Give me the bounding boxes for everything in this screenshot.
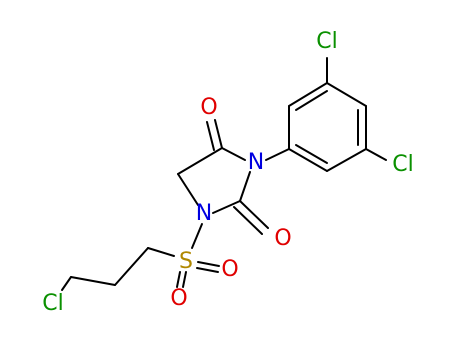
bond-ring-c2-c3	[326, 82, 367, 107]
bond-ring-c5-c6	[288, 148, 328, 172]
bond-ring-c1-c2-inner	[295, 90, 328, 111]
atom-s: S	[179, 249, 193, 274]
bond-n-lower-c2	[212, 200, 241, 214]
bond-c4-c5	[177, 147, 223, 175]
bond-ring-c5-c6-inner	[295, 144, 328, 164]
bond-ring-c1-c2	[288, 82, 328, 107]
bond-s-o-right-a	[197, 261, 220, 267]
bond-s-o-bottom-a	[176, 271, 181, 288]
atom-o-sulfonyl-right: O	[221, 257, 238, 282]
bond-chain-c1-c2	[114, 247, 149, 286]
bond-c4-o-b	[206, 121, 215, 151]
atom-o-right: O	[274, 226, 291, 251]
atom-labels: Cl Cl O N N O S O O Cl	[42, 29, 413, 316]
atom-n-lower: N	[196, 201, 212, 226]
bond-chain-c2-c3	[70, 276, 116, 286]
bond-c2-o-b	[233, 206, 263, 235]
atom-n-upper: N	[248, 150, 264, 175]
bonds	[61, 57, 387, 291]
bond-ring-c4-c5	[326, 148, 367, 172]
atom-cl-right: Cl	[392, 152, 413, 177]
bond-c4-cl-right	[365, 148, 387, 161]
atom-o-upper: O	[200, 95, 217, 120]
atom-cl-left: Cl	[42, 291, 63, 316]
bond-c2-n-upper	[239, 171, 251, 202]
bond-n-lower-s	[191, 223, 203, 249]
atom-cl-top: Cl	[316, 29, 337, 54]
atom-o-sulfonyl-bottom: O	[170, 286, 187, 311]
bond-chain-c3-cl	[61, 276, 72, 291]
bond-s-o-bottom-b	[182, 271, 187, 288]
bond-c5-n-lower	[177, 173, 199, 206]
bond-s-o-right-b	[196, 267, 219, 273]
bond-s-c1-chain	[147, 247, 175, 257]
bond-c4-o-a	[214, 119, 223, 149]
bond-n-upper-c4	[221, 147, 246, 161]
bond-c2-o-a	[239, 200, 269, 229]
bond-c6-n-upper	[265, 148, 290, 161]
